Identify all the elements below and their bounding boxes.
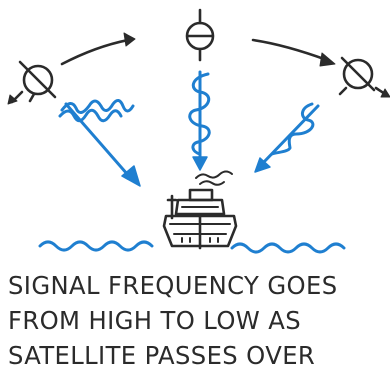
caption-line-3: SATELLITE PASSES OVER [8,341,316,370]
ship-icon [162,170,238,250]
signal-wave-low-frequency [254,102,320,173]
satellite-left-icon [7,60,57,105]
signal-wave-mid-frequency [188,70,211,171]
caption-line-1: SIGNAL FREQUENCY GOES [8,271,338,300]
satellite-right-icon [338,56,390,98]
satellite-top-icon [185,8,215,62]
sea-wave-icon [38,240,346,254]
orbit-arrow-right [251,38,336,67]
signal-wave-high-frequency [58,99,141,187]
orbit-arrow-left [60,32,136,66]
caption-line-2: FROM HIGH TO LOW AS [8,306,302,335]
